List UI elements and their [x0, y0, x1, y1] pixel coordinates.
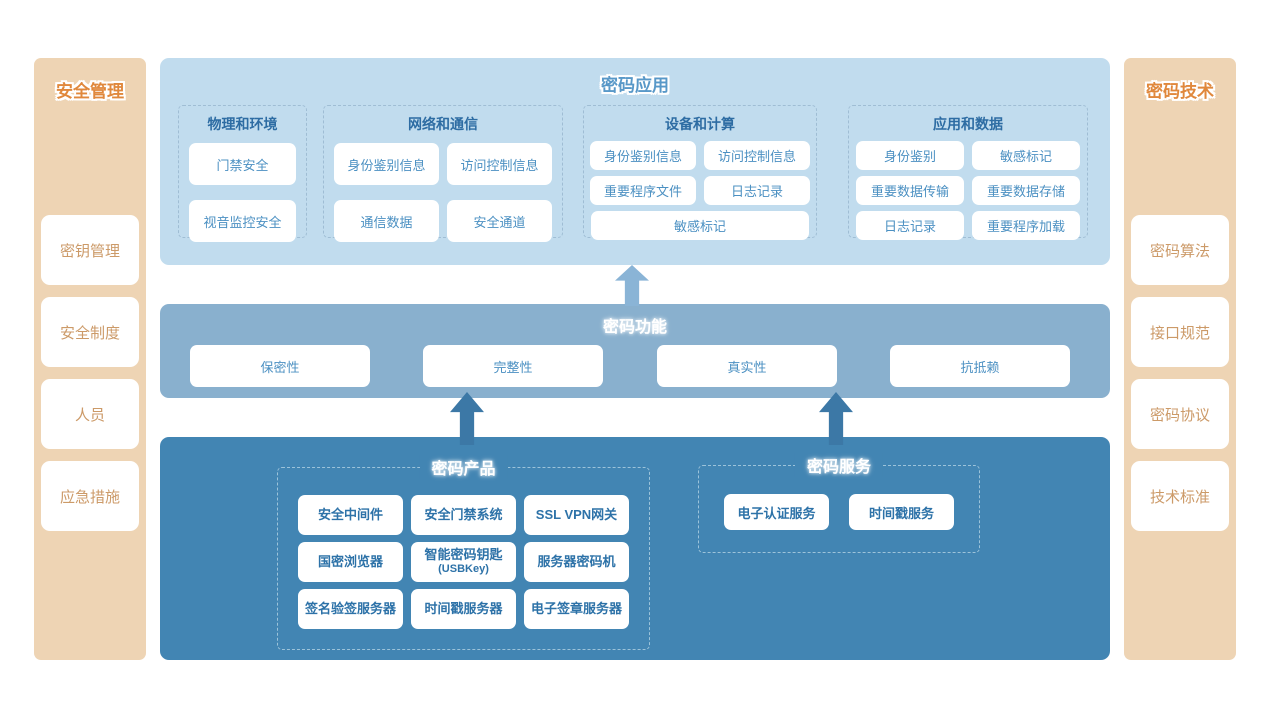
crypto-technology-panel: 密码技术 密码算法 接口规范 密码协议 技术标准	[1124, 58, 1236, 660]
sidebar-item-interface-spec: 接口规范	[1131, 297, 1229, 367]
crypto-services-group: 密码服务 电子认证服务 时间戳服务	[698, 453, 980, 553]
item-sensitive-mark: 敏感标记	[591, 211, 809, 240]
group-application-data-title: 应用和数据	[933, 116, 1003, 132]
product-usbkey-note: (USBKey)	[438, 563, 489, 576]
crypto-functions-title: 密码功能	[602, 319, 667, 336]
function-authenticity: 真实性	[657, 345, 837, 387]
product-timestamp-server: 时间戳服务器	[411, 589, 516, 629]
crypto-services-title: 密码服务	[794, 453, 884, 477]
security-management-title: 安全管理	[56, 82, 124, 101]
security-management-items: 密钥管理 安全制度 人员 应急措施	[41, 215, 139, 531]
row: 重要数据传输 重要数据存储	[849, 176, 1087, 205]
product-ssl-vpn-gateway: SSL VPN网关	[524, 495, 629, 535]
row: 身份鉴别 敏感标记	[849, 141, 1087, 170]
row: 视音监控安全	[179, 200, 306, 242]
item-important-program-loading: 重要程序加载	[972, 211, 1080, 240]
group-device-computing: 设备和计算 身份鉴别信息 访问控制信息 重要程序文件 日志记录 敏感标记	[583, 105, 817, 240]
crypto-application-title: 密码应用	[601, 76, 669, 95]
crypto-technology-title: 密码技术	[1146, 82, 1214, 101]
item-important-program-files: 重要程序文件	[590, 176, 696, 205]
item-access-control-security: 门禁安全	[189, 143, 296, 185]
security-management-panel: 安全管理 密钥管理 安全制度 人员 应急措施	[34, 58, 146, 660]
item-identity-auth-info: 身份鉴别信息	[590, 141, 696, 170]
crypto-technology-items: 密码算法 接口规范 密码协议 技术标准	[1131, 215, 1229, 531]
row: 通信数据 安全通道	[324, 200, 562, 242]
sidebar-item-security-policy: 安全制度	[41, 297, 139, 367]
group-application-data: 应用和数据 身份鉴别 敏感标记 重要数据传输 重要数据存储 日志记录 重要程序加…	[848, 105, 1088, 240]
product-security-middleware: 安全中间件	[298, 495, 403, 535]
function-integrity: 完整性	[423, 345, 603, 387]
item-important-data-storage: 重要数据存储	[972, 176, 1080, 205]
product-smart-crypto-key: 智能密码钥匙 (USBKey)	[411, 542, 516, 582]
row: 身份鉴别信息 访问控制信息	[324, 143, 562, 185]
row: 日志记录 重要程序加载	[849, 211, 1087, 240]
item-access-control-info: 访问控制信息	[447, 143, 552, 185]
sidebar-item-personnel: 人员	[41, 379, 139, 449]
crypto-products-group: 密码产品 安全中间件 安全门禁系统 SSL VPN网关 国密浏览器 智能密码钥匙…	[277, 455, 650, 650]
sidebar-item-crypto-algorithm: 密码算法	[1131, 215, 1229, 285]
crypto-products-services-layer: 密码产品 安全中间件 安全门禁系统 SSL VPN网关 国密浏览器 智能密码钥匙…	[160, 437, 1110, 660]
item-secure-channel: 安全通道	[447, 200, 552, 242]
service-timestamp: 时间戳服务	[849, 494, 954, 530]
item-video-surveillance-security: 视音监控安全	[189, 200, 296, 242]
row: 敏感标记	[584, 211, 816, 240]
row: 重要程序文件 日志记录	[584, 176, 816, 205]
up-arrow-functions-to-application	[615, 265, 649, 306]
product-server-crypto-machine: 服务器密码机	[524, 542, 629, 582]
item-sensitive-mark: 敏感标记	[972, 141, 1080, 170]
crypto-application-layer: 密码应用 物理和环境 门禁安全 视音监控安全 网络和通信 身份鉴别信息 访问控制…	[160, 58, 1110, 265]
product-security-access-system: 安全门禁系统	[411, 495, 516, 535]
group-device-computing-title: 设备和计算	[665, 116, 735, 132]
item-identity-auth-info: 身份鉴别信息	[334, 143, 439, 185]
product-gm-browser: 国密浏览器	[298, 542, 403, 582]
crypto-functions-layer: 密码功能 保密性 完整性 真实性 抗抵赖	[160, 304, 1110, 398]
crypto-services-grid: 电子认证服务 时间戳服务	[699, 466, 979, 530]
function-non-repudiation: 抗抵赖	[890, 345, 1070, 387]
group-application-data-rows: 身份鉴别 敏感标记 重要数据传输 重要数据存储 日志记录 重要程序加载	[849, 141, 1087, 240]
function-confidentiality: 保密性	[190, 345, 370, 387]
group-physical-environment-title: 物理和环境	[207, 116, 278, 132]
sidebar-item-technical-standard: 技术标准	[1131, 461, 1229, 531]
sidebar-item-key-management: 密钥管理	[41, 215, 139, 285]
sidebar-item-emergency-measures: 应急措施	[41, 461, 139, 531]
row: 门禁安全	[179, 143, 306, 185]
item-communication-data: 通信数据	[334, 200, 439, 242]
crypto-products-title: 密码产品	[419, 455, 508, 479]
item-log-records: 日志记录	[856, 211, 964, 240]
service-e-authentication: 电子认证服务	[724, 494, 829, 530]
group-network-communication: 网络和通信 身份鉴别信息 访问控制信息 通信数据 安全通道	[323, 105, 563, 242]
product-signature-verify-server: 签名验签服务器	[298, 589, 403, 629]
group-network-communication-rows: 身份鉴别信息 访问控制信息 通信数据 安全通道	[324, 143, 562, 242]
product-smart-crypto-key-label: 智能密码钥匙	[424, 547, 503, 563]
crypto-products-grid: 安全中间件 安全门禁系统 SSL VPN网关 国密浏览器 智能密码钥匙 (USB…	[278, 468, 649, 629]
group-physical-environment-rows: 门禁安全 视音监控安全	[179, 143, 306, 242]
item-access-control-info: 访问控制信息	[704, 141, 810, 170]
group-device-computing-rows: 身份鉴别信息 访问控制信息 重要程序文件 日志记录 敏感标记	[584, 141, 816, 240]
product-eseal-server: 电子签章服务器	[524, 589, 629, 629]
item-log-records: 日志记录	[704, 176, 810, 205]
sidebar-item-crypto-protocol: 密码协议	[1131, 379, 1229, 449]
row: 身份鉴别信息 访问控制信息	[584, 141, 816, 170]
item-important-data-transfer: 重要数据传输	[856, 176, 964, 205]
item-identity-auth: 身份鉴别	[856, 141, 964, 170]
group-network-communication-title: 网络和通信	[408, 116, 478, 132]
group-physical-environment: 物理和环境 门禁安全 视音监控安全	[178, 105, 307, 242]
